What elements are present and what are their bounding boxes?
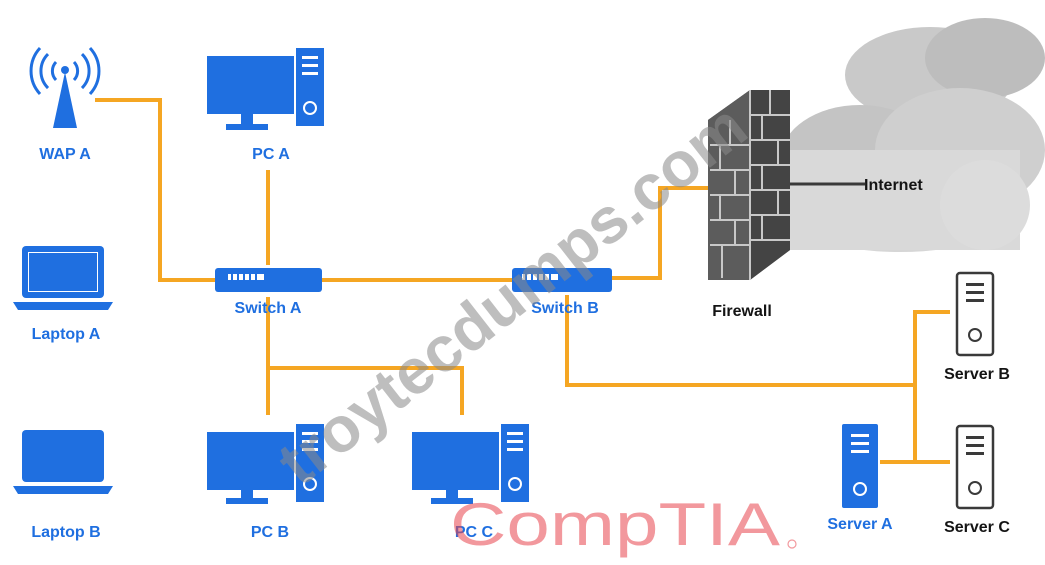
- link-switch-b-servers: [565, 295, 915, 387]
- server-icon: [955, 271, 995, 357]
- cloud: [780, 18, 1045, 252]
- wap-a: WAP A: [29, 46, 101, 163]
- server-b: Server B: [944, 271, 1010, 383]
- server-a-label: Server A: [827, 516, 893, 533]
- firewall: Firewall: [708, 90, 790, 320]
- server-a: Server A: [827, 424, 893, 533]
- server-icon: [955, 424, 995, 510]
- pc-c: PC C: [412, 422, 531, 541]
- firewall-brick-wall-icon: [708, 90, 790, 280]
- desktop-computer-icon: [207, 422, 326, 504]
- pc-b: PC B: [207, 422, 326, 541]
- laptop-b-label: Laptop B: [31, 524, 100, 541]
- link-switch-a-pcs: [266, 297, 464, 415]
- server-b-label: Server B: [944, 366, 1010, 383]
- pc-c-label: PC C: [455, 524, 494, 541]
- network-switch-icon: [215, 268, 322, 292]
- pc-a-label: PC A: [252, 146, 290, 163]
- internet-label: Internet: [864, 177, 923, 194]
- laptop-b: Laptop B: [13, 430, 113, 541]
- firewall-label: Firewall: [712, 303, 772, 320]
- server-c: Server C: [944, 424, 1010, 536]
- network-switch-icon: [512, 268, 612, 292]
- link-switch-b-firewall: [612, 186, 708, 280]
- pc-a: PC A: [207, 46, 326, 163]
- switch-a: Switch A: [215, 268, 322, 317]
- laptop-icon: [13, 430, 113, 494]
- switch-a-label: Switch A: [235, 300, 302, 317]
- pc-b-label: PC B: [251, 524, 289, 541]
- registered-mark-icon: [787, 539, 797, 549]
- link-server-b: [913, 310, 950, 462]
- desktop-computer-icon: [412, 422, 531, 504]
- server-icon: [842, 424, 878, 508]
- desktop-computer-icon: [207, 46, 326, 130]
- link-wap-a-switch-a: [95, 98, 215, 282]
- laptop-a: Laptop A: [13, 246, 113, 343]
- wap-a-label: WAP A: [39, 146, 91, 163]
- comptia-logo: CompTIA: [450, 491, 780, 558]
- switch-b: Switch B: [512, 268, 612, 317]
- wireless-access-point-icon: [29, 46, 101, 128]
- links: [95, 98, 950, 464]
- switch-b-label: Switch B: [531, 300, 599, 317]
- laptop-a-label: Laptop A: [32, 326, 101, 343]
- server-c-label: Server C: [944, 519, 1010, 536]
- laptop-icon: [13, 246, 113, 310]
